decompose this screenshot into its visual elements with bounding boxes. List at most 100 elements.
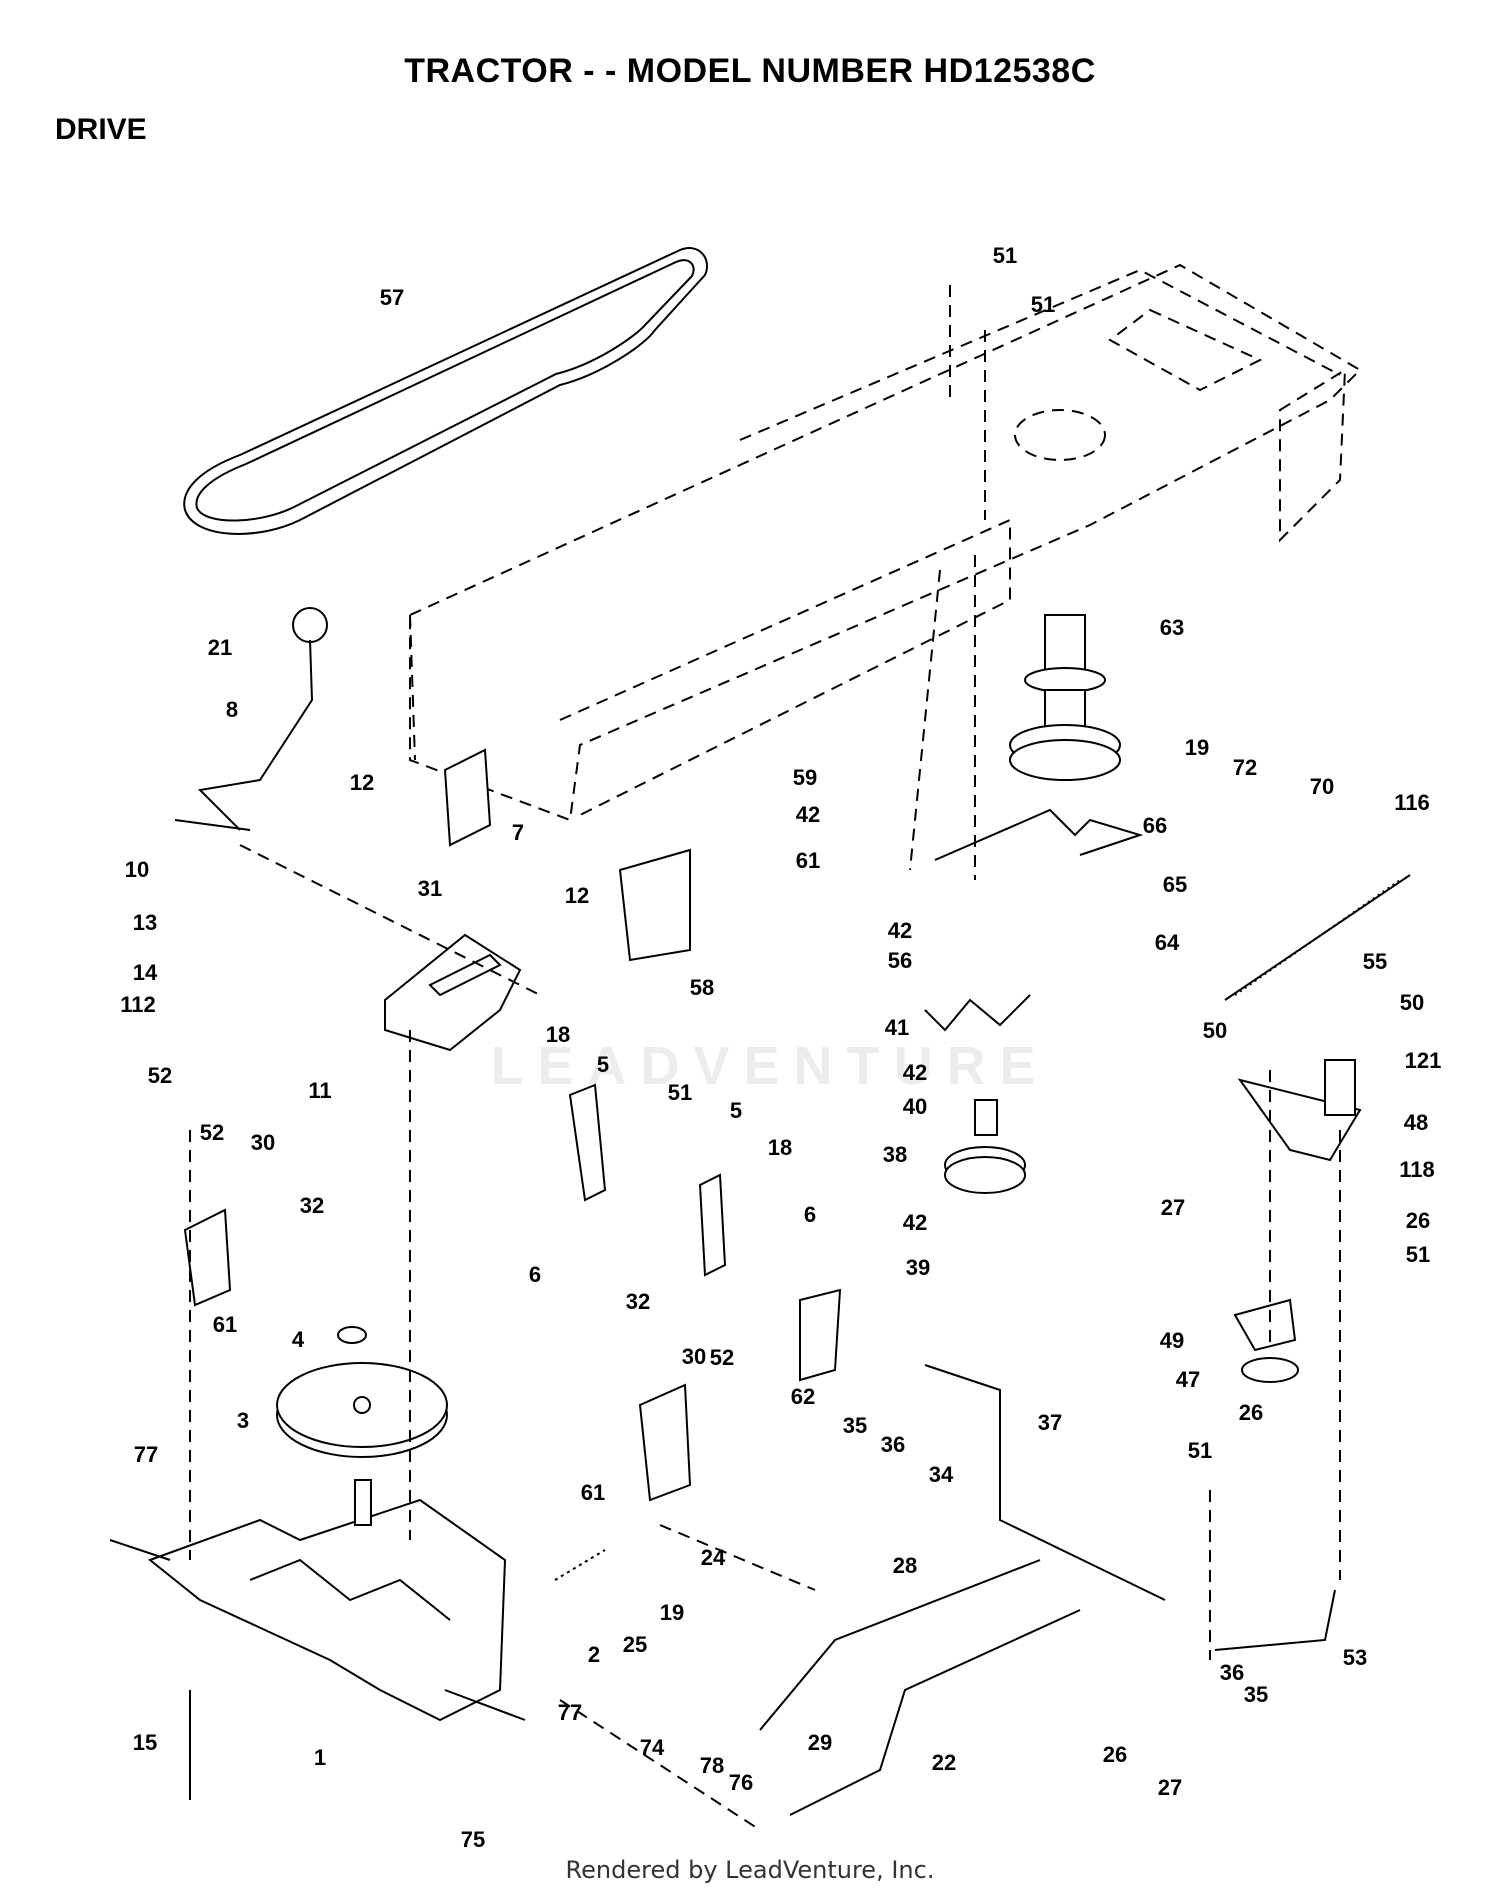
transaxle: [109, 1479, 526, 1800]
callout-19: 19: [1185, 735, 1209, 760]
callout-18: 18: [546, 1022, 570, 1047]
callout-72: 72: [1233, 755, 1257, 780]
callout-58: 58: [690, 975, 714, 1000]
callout-49: 49: [1160, 1328, 1184, 1353]
callout-116: 116: [1394, 790, 1430, 815]
callout-39: 39: [906, 1255, 930, 1280]
mounting-plate-left: [183, 1208, 232, 1307]
callout-22: 22: [932, 1750, 956, 1775]
callout-27: 27: [1158, 1775, 1182, 1800]
callout-65: 65: [1163, 872, 1187, 897]
shift-lever: [174, 607, 328, 831]
callout-53: 53: [1343, 1645, 1367, 1670]
callout-74: 74: [640, 1735, 665, 1760]
callout-36: 36: [1220, 1660, 1244, 1685]
callout-40: 40: [903, 1094, 927, 1119]
callout-12: 12: [565, 883, 589, 908]
idler-pulley-assembly: [1009, 614, 1121, 781]
callout-61: 61: [581, 1480, 605, 1505]
callout-51: 51: [668, 1080, 692, 1105]
callout-24: 24: [701, 1545, 726, 1570]
callout-6: 6: [529, 1262, 541, 1287]
callout-30: 30: [682, 1344, 706, 1369]
callout-77: 77: [134, 1442, 158, 1467]
bracket-5-right: [698, 1173, 727, 1277]
callout-55: 55: [1363, 949, 1387, 974]
callout-78: 78: [700, 1753, 724, 1778]
callout-76: 76: [729, 1770, 753, 1795]
callout-32: 32: [300, 1193, 324, 1218]
callout-18: 18: [768, 1135, 792, 1160]
clutch-rod: [799, 1288, 842, 1382]
callout-51: 51: [1188, 1438, 1212, 1463]
assembly-guide-lines: [189, 285, 1341, 1831]
callout-61: 61: [796, 848, 820, 873]
callout-29: 29: [808, 1730, 832, 1755]
watermark: LEADVENTURE: [490, 1036, 1050, 1096]
callout-36: 36: [881, 1432, 905, 1457]
callout-15: 15: [133, 1730, 157, 1755]
callout-7: 7: [512, 820, 524, 845]
section-heading: DRIVE: [55, 113, 147, 146]
callout-121: 121: [1405, 1048, 1442, 1073]
callout-56: 56: [888, 948, 912, 973]
callout-50: 50: [1203, 1018, 1227, 1043]
callout-27: 27: [1161, 1195, 1185, 1220]
rod-22: [789, 1609, 1081, 1816]
callout-57: 57: [380, 285, 404, 310]
callout-118: 118: [1399, 1157, 1435, 1182]
callout-14: 14: [133, 960, 158, 985]
callout-77: 77: [558, 1700, 582, 1725]
callout-51: 51: [1031, 292, 1055, 317]
callout-42: 42: [796, 802, 820, 827]
pulley-47: [1241, 1357, 1299, 1383]
callout-5: 5: [730, 1098, 742, 1123]
extension-spring: [1224, 874, 1411, 1001]
callout-59: 59: [793, 765, 817, 790]
callout-63: 63: [1160, 615, 1184, 640]
callout-66: 66: [1143, 813, 1167, 838]
callout-34: 34: [929, 1462, 954, 1487]
page-title: TRACTOR - - MODEL NUMBER HD12538C: [404, 52, 1096, 90]
callout-19: 19: [660, 1600, 684, 1625]
callout-42: 42: [888, 918, 912, 943]
callout-5: 5: [597, 1052, 609, 1077]
drive-belt: [183, 247, 708, 535]
callout-37: 37: [1038, 1410, 1062, 1435]
callout-52: 52: [710, 1345, 734, 1370]
bracket-31: [443, 748, 492, 847]
idler-pulley-38: [944, 1099, 1026, 1194]
tractor-frame: [409, 263, 1362, 880]
callout-13: 13: [133, 910, 157, 935]
callout-41: 41: [885, 1015, 909, 1040]
idler-arm: [934, 808, 1144, 861]
bracket-49: [1233, 1298, 1297, 1352]
callout-75: 75: [461, 1827, 485, 1852]
callout-12: 12: [350, 770, 374, 795]
callout-42: 42: [903, 1060, 927, 1085]
callout-6: 6: [804, 1202, 816, 1227]
callout-1: 1: [314, 1745, 326, 1770]
callout-38: 38: [883, 1142, 907, 1167]
callout-112: 112: [120, 992, 156, 1017]
callout-50: 50: [1400, 990, 1424, 1015]
callout-3: 3: [237, 1408, 249, 1433]
transmission-pulley: [276, 1362, 448, 1458]
callout-42: 42: [903, 1210, 927, 1235]
callout-30: 30: [251, 1130, 275, 1155]
callout-21: 21: [208, 635, 232, 660]
callout-35: 35: [1244, 1682, 1268, 1707]
callout-32: 32: [626, 1289, 650, 1314]
callout-4: 4: [292, 1327, 305, 1352]
callout-2: 2: [588, 1642, 600, 1667]
callout-8: 8: [226, 697, 238, 722]
callout-52: 52: [200, 1120, 224, 1145]
callout-31: 31: [418, 876, 442, 901]
callout-52: 52: [148, 1063, 172, 1088]
callout-64: 64: [1155, 930, 1180, 955]
callout-11: 11: [308, 1078, 331, 1103]
callout-26: 26: [1406, 1208, 1430, 1233]
callout-62: 62: [791, 1384, 815, 1409]
callout-26: 26: [1103, 1742, 1127, 1767]
